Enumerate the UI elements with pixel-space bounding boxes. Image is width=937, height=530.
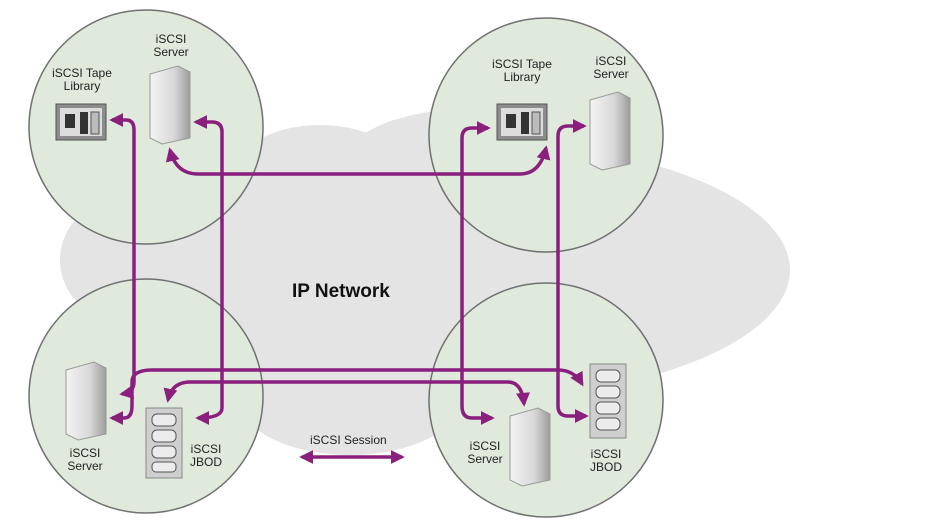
session-trtape-brserver (460, 121, 495, 425)
tl-server-label: iSCSI Server (153, 32, 189, 59)
server-icon (65, 361, 107, 441)
br-jbod-label: iSCSI JBOD (589, 447, 622, 474)
br-server-label: iSCSI Server (467, 439, 503, 466)
session-blserver-brjbod (109, 368, 584, 425)
server-icon (149, 65, 191, 145)
session-arrows (109, 113, 589, 464)
site-bottom-right (428, 282, 664, 518)
session-trserver-brjbod (556, 119, 589, 423)
jbod-icon (145, 407, 183, 479)
tr-server-label: iSCSI Server (593, 54, 629, 81)
tl-tape-library-label: iSCSI Tape Library (52, 66, 112, 93)
tape-library-icon (496, 103, 548, 141)
tr-tape-library-label: iSCSI Tape Library (492, 57, 552, 84)
tape-library-icon (55, 103, 107, 141)
server-icon (509, 407, 551, 487)
session-bljbod-brserver (163, 380, 530, 407)
bl-jbod-label: iSCSI JBOD (189, 442, 222, 469)
legend-session-label: iSCSI Session (310, 433, 387, 447)
server-icon (589, 91, 631, 171)
session-tlserver-trtape (165, 145, 551, 176)
bl-server-label: iSCSI Server (67, 446, 103, 473)
jbod-icon (589, 363, 627, 439)
ip-network-label: IP Network (292, 281, 390, 302)
